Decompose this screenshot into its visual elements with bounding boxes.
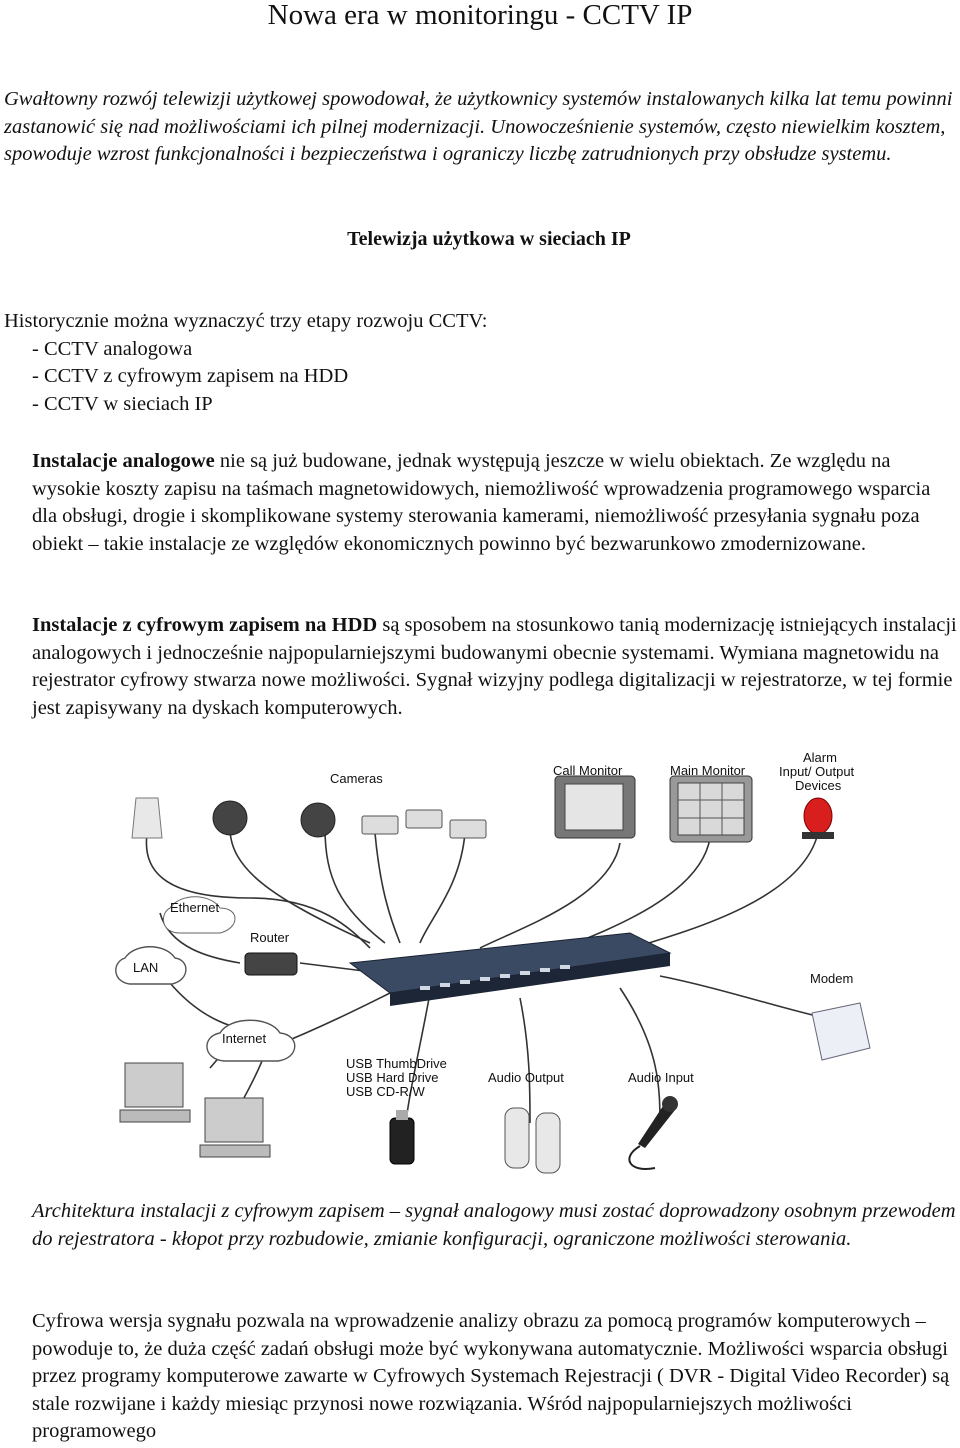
modem-device xyxy=(811,1002,871,1061)
call-monitor xyxy=(554,775,636,839)
label-internet: Internet xyxy=(222,1031,266,1046)
digital-signal-paragraph: Cyfrowa wersja sygnału pozwala na wprowa… xyxy=(32,1310,950,1442)
intro-paragraph: Gwałtowny rozwój telewizji użytkowej spo… xyxy=(4,88,953,165)
section-heading: Telewizja użytkowa w sieciach IP xyxy=(347,228,631,250)
main-monitor xyxy=(669,775,753,843)
analog-bold: Instalacje analogowe xyxy=(32,450,215,472)
alarm-base xyxy=(802,832,834,839)
lan-cloud-icon xyxy=(115,946,187,985)
label-ethernet: Ethernet xyxy=(170,900,220,915)
stages-list: Historycznie można wyznaczyć trzy etapy … xyxy=(4,308,904,418)
usb-connector xyxy=(396,1110,408,1120)
label-main-monitor: Main Monitor xyxy=(670,763,746,778)
usb-devices xyxy=(389,1110,415,1165)
label-call-monitor: Call Monitor xyxy=(553,763,623,778)
label-alarm-2: Input/ Output xyxy=(779,764,855,779)
router-icon xyxy=(244,952,298,976)
analog-paragraph: Instalacje analogowe nie są już budowane… xyxy=(32,448,960,558)
box-camera-icon xyxy=(361,815,399,835)
label-modem: Modem xyxy=(810,971,853,986)
stage-item: - CCTV w sieciach IP xyxy=(32,392,213,415)
label-audio-output: Audio Output xyxy=(488,1070,564,1085)
computer-base xyxy=(119,1109,191,1123)
computer-base xyxy=(199,1144,271,1158)
label-audio-input: Audio Input xyxy=(628,1070,694,1085)
audio-output xyxy=(504,1107,561,1174)
internet-cloud-icon xyxy=(206,1019,296,1062)
label-cameras: Cameras xyxy=(330,771,383,786)
label-router: Router xyxy=(250,930,290,945)
speaker-icon xyxy=(535,1112,561,1174)
label-usb-2: USB Hard Drive xyxy=(346,1070,438,1085)
computer-icon xyxy=(124,1062,184,1108)
camera-icons xyxy=(131,797,487,839)
analog-text: nie są już budowane, jednak występują je… xyxy=(32,450,931,555)
page-title: Nowa era w monitoringu - CCTV IP xyxy=(267,0,693,31)
modem-icon xyxy=(811,1002,871,1061)
network-section xyxy=(115,896,298,1158)
box-camera-icon xyxy=(405,809,443,829)
label-usb-1: USB ThumbDrive xyxy=(346,1056,447,1071)
dvr-architecture-diagram: Cameras Call Monitor Main Monitor Alarm … xyxy=(115,750,871,1174)
microphone-cable xyxy=(628,1145,656,1170)
dvr-front xyxy=(390,953,670,1006)
stage-item: - CCTV analogowa xyxy=(32,337,193,360)
alarm-light-icon xyxy=(803,797,833,835)
dvr-recorder xyxy=(348,932,672,1006)
stages-lead: Historycznie można wyznaczyć trzy etapy … xyxy=(4,310,488,332)
dvr-buttons xyxy=(420,965,570,990)
diagram-caption: Architektura instalacji z cyfrowym zapis… xyxy=(32,1200,956,1250)
microphone-head xyxy=(662,1096,678,1112)
hdd-text: są sposobem na stosunkowo tanią moderniz… xyxy=(32,614,957,719)
dome-camera-icon xyxy=(300,802,336,838)
speaker-icon xyxy=(504,1107,530,1169)
monitor-grid xyxy=(678,783,744,835)
pir-sensor-icon xyxy=(131,797,163,839)
computer-icon xyxy=(204,1097,264,1143)
label-alarm-3: Devices xyxy=(795,778,842,793)
box-camera-icon xyxy=(449,819,487,839)
ethernet-cloud-icon xyxy=(162,896,236,934)
label-usb-3: USB CD-R/W xyxy=(346,1084,425,1099)
main-monitor-screen xyxy=(677,782,745,836)
alarm-device xyxy=(802,797,834,839)
hdd-paragraph: Instalacje z cyfrowym zapisem na HDD są … xyxy=(32,612,960,722)
usb-thumbdrive-icon xyxy=(389,1117,415,1165)
dome-camera-icon xyxy=(212,800,248,836)
audio-input xyxy=(628,1096,678,1170)
stage-item: - CCTV z cyfrowym zapisem na HDD xyxy=(32,365,349,387)
hdd-bold: Instalacje z cyfrowym zapisem na HDD xyxy=(32,614,378,636)
diagram-labels: Cameras Call Monitor Main Monitor Alarm … xyxy=(133,750,855,1099)
call-monitor-screen xyxy=(564,783,624,831)
label-alarm-1: Alarm xyxy=(803,750,837,765)
label-lan: LAN xyxy=(133,960,158,975)
microphone-icon xyxy=(638,1103,675,1148)
